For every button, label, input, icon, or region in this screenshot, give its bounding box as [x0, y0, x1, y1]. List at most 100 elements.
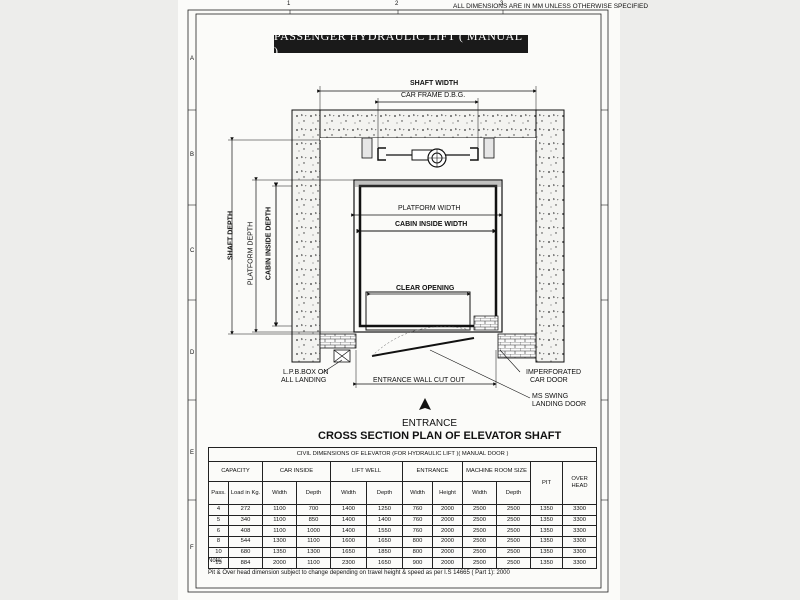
sub-header: Width: [330, 481, 367, 506]
imperforated-label-2: CAR DOOR: [530, 377, 568, 384]
frame-letter: 2: [395, 1, 399, 7]
entrance-wall-label: ENTRANCE WALL CUT OUT: [373, 377, 465, 384]
table-cell: 1300: [296, 546, 331, 559]
ms-swing-label-2: LANDING DOOR: [532, 401, 587, 408]
platform-depth-label: PLATFORM DEPTH: [247, 221, 255, 286]
note-label: Note:: [208, 558, 223, 564]
table-cell: 2500: [496, 525, 531, 537]
table-cell: 2500: [462, 525, 497, 537]
group-header: CAPACITY: [208, 460, 263, 483]
table-cell: 3300: [561, 536, 598, 548]
frame-letter: B: [190, 152, 195, 158]
clear-opening-label: CLEAR OPENING: [396, 285, 455, 292]
table-cell: 2000: [432, 504, 463, 516]
table-cell: 700: [296, 504, 331, 516]
wall-right: [535, 109, 565, 363]
drawing-title: PASSENGER HYDRAULIC LIFT ( MANUAL ): [274, 29, 528, 58]
ms-swing-label: MS SWING: [532, 393, 569, 400]
table-cell: 340: [228, 514, 263, 527]
sub-header: Depth: [366, 481, 403, 506]
table-cell: 2000: [432, 525, 463, 537]
group-header: MACHINE ROOM SIZE: [462, 460, 531, 483]
table-cell: 1350: [530, 525, 563, 537]
table-cell: 1350: [530, 536, 563, 548]
imperforated-label: IMPERFORATED: [526, 369, 582, 376]
table-cell: 2000: [432, 514, 463, 527]
table-cell: 2500: [462, 514, 497, 527]
frame-letter: E: [190, 450, 195, 456]
table-cell: 850: [296, 514, 331, 527]
table-cell: 2500: [462, 504, 497, 516]
table-cell: 1350: [262, 546, 297, 559]
table-cell: 1400: [366, 514, 403, 527]
cabin-inside-width-label: CABIN INSIDE WIDTH: [395, 221, 468, 228]
frame-letter: 1: [287, 1, 291, 7]
table-cell: 680: [228, 546, 263, 559]
table-cell: 1100: [262, 514, 297, 527]
group-header: OVER HEAD: [561, 460, 598, 506]
frame-letter: D: [190, 350, 195, 356]
sub-header: Pass.: [208, 481, 229, 506]
table-cell: 1100: [296, 536, 331, 548]
shaft-width-label: SHAFT WIDTH: [410, 80, 459, 87]
table-cell: 2500: [462, 536, 497, 548]
table-cell: 3300: [561, 557, 598, 569]
section-title: CROSS SECTION PLAN OF ELEVATOR SHAFT: [318, 430, 562, 442]
table-cell: 1600: [330, 536, 367, 548]
table-cell: 1850: [366, 546, 403, 559]
table-cell: 408: [228, 525, 263, 537]
table-cell: 2500: [496, 514, 531, 527]
table-cell: 1550: [366, 525, 403, 537]
table-cell: 760: [402, 504, 433, 516]
sub-header: Width: [262, 481, 297, 506]
table-cell: 1300: [262, 536, 297, 548]
table-cell: 2500: [462, 546, 497, 559]
inner-frame: [195, 13, 602, 589]
group-header: ENTRANCE: [402, 460, 463, 483]
table-cell: 2500: [496, 504, 531, 516]
sub-header: Width: [462, 481, 497, 506]
group-header: PIT: [530, 460, 563, 506]
table-cell: 3300: [561, 504, 598, 516]
table-cell: 800: [402, 536, 433, 548]
entrance-label: ENTRANCE: [402, 418, 458, 429]
lpb-box-label: L.P.B.BOX ON: [283, 369, 329, 376]
table-cell: 760: [402, 525, 433, 537]
wall-top: [291, 109, 565, 139]
table-cell: 1100: [262, 504, 297, 516]
units-note: ALL DIMENSIONS ARE IN MM UNLESS OTHERWIS…: [453, 3, 649, 10]
table-cell: 1400: [330, 525, 367, 537]
frame-letter: F: [190, 545, 194, 551]
table-cell: 1400: [330, 514, 367, 527]
cabin-inside-depth-label: CABIN INSIDE DEPTH: [265, 206, 273, 281]
imperforated-car-door: [473, 315, 499, 331]
table-cell: 8: [208, 536, 229, 548]
group-header: CAR INSIDE: [262, 460, 331, 483]
table-caption: CIVIL DIMENSIONS OF ELEVATOR (FOR HYDRAU…: [207, 447, 598, 462]
table-cell: 10: [208, 546, 229, 559]
platform-width-label: PLATFORM WIDTH: [398, 205, 461, 212]
table-cell: 1000: [296, 525, 331, 537]
table-cell: 272: [228, 504, 263, 516]
sub-header: Height: [432, 481, 463, 506]
sub-header: Load in Kg.: [228, 481, 263, 506]
frame-letter: A: [190, 56, 195, 62]
group-header: LIFT WELL: [330, 460, 403, 483]
table-cell: 5: [208, 514, 229, 527]
sub-header: Depth: [496, 481, 531, 506]
table-cell: 2500: [496, 546, 531, 559]
table-cell: 1350: [530, 514, 563, 527]
table-cell: 2000: [432, 546, 463, 559]
cabin-walls: [358, 184, 498, 328]
table-cell: 4: [208, 504, 229, 516]
table-cell: 760: [402, 514, 433, 527]
table-cell: 1650: [330, 546, 367, 559]
table-cell: 544: [228, 536, 263, 548]
table-cell: 3300: [561, 514, 598, 527]
